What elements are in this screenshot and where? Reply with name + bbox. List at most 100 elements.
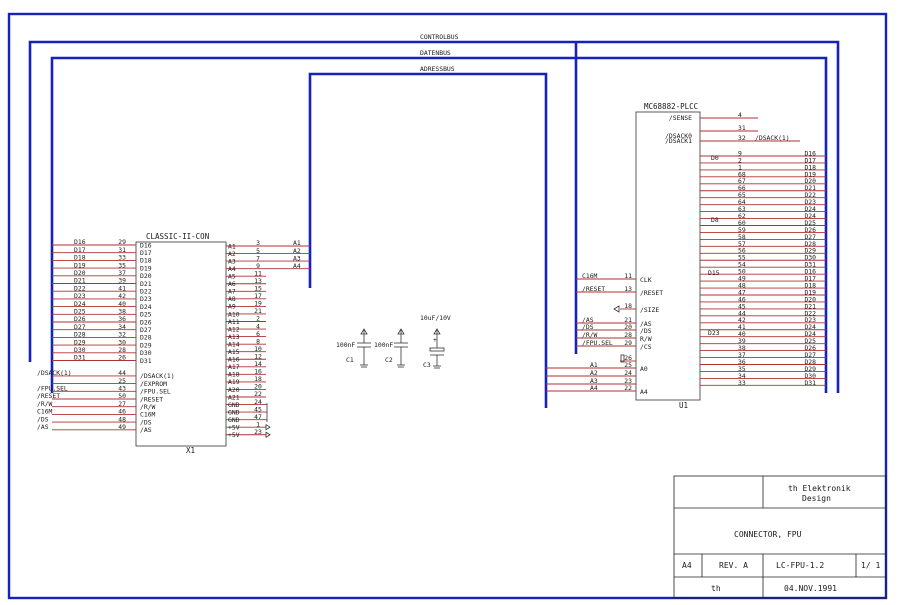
x1-right-signal: A2 (293, 247, 301, 255)
x1-left-signal: D23 (74, 292, 86, 300)
title-block-company: th Elektronik Design (788, 484, 855, 503)
title-block-sheet: 1/ 1 (861, 561, 880, 570)
x1-right-pin-name: A19 (228, 378, 240, 386)
x1-right-pin-number: 3 (256, 239, 260, 247)
u1-data-signal: D25 (804, 337, 816, 345)
c2-value: 100nF (374, 341, 393, 349)
x1-right-pin-name: +5V (228, 424, 240, 432)
u1-data-signal: D18 (804, 163, 816, 171)
x1-right-pin-number: 18 (254, 375, 262, 383)
x1-left-pin-number: 28 (118, 346, 126, 354)
x1-right-pin-name: +5V (228, 431, 240, 439)
u1-data-pin-number: 46 (738, 295, 746, 303)
x1-left-pin-number: 25 (118, 377, 126, 385)
x1-left-pin-name: /DS (140, 418, 152, 426)
x1-left-signal: D20 (74, 269, 86, 277)
u1-data-signal: D19 (804, 170, 816, 178)
u1-data-signal: D18 (804, 281, 816, 289)
x1-left-pin-name: D19 (140, 264, 152, 272)
u1-data-signal: D27 (804, 233, 816, 241)
x1-right-pin-number: 7 (256, 254, 260, 262)
u1-left-signal: A4 (590, 384, 598, 392)
x1-left-pin-number: 27 (118, 400, 126, 408)
u1-data-signal: D19 (804, 288, 816, 296)
u1-data-signal: D24 (804, 212, 816, 220)
x1-right-pin-name: GND (228, 401, 240, 409)
u1-top-pin-name: /SENSE (669, 114, 692, 122)
x1-left-pin-name: D20 (140, 272, 152, 280)
u1-left-signal: C16M (582, 272, 598, 280)
u1-data-pin-number: 9 (738, 149, 742, 157)
x1-left-signal: D26 (74, 315, 86, 323)
pullup-resistor-icon (620, 354, 625, 363)
u1-data-pin-number: 44 (738, 309, 746, 317)
u1-data-pin-number: 48 (738, 281, 746, 289)
x1-right-signal: A3 (293, 254, 301, 262)
x1-left-pin-name: C16M (140, 411, 156, 419)
x1-right-pin-name: A10 (228, 310, 240, 318)
x1-right-pin-name: GND (228, 408, 240, 416)
title-block-size: A4 (682, 561, 692, 570)
x1-right-pin-number: 23 (254, 428, 262, 436)
u1-group-label-d8: D8 (711, 216, 719, 224)
x1-right-pin-name: A21 (228, 393, 240, 401)
x1-left-pin-number: 38 (118, 308, 126, 316)
x1-left-signal: D24 (74, 300, 86, 308)
u1-group-label-d23: D23 (708, 329, 720, 337)
x1-left-pin-number: 29 (118, 238, 126, 246)
x1-right-pin-number: 12 (254, 352, 262, 360)
x1-left-pin-name: D17 (140, 249, 152, 257)
u1-left-pin-number: 21 (624, 316, 632, 324)
u1-data-pin-number: 41 (738, 323, 746, 331)
u1-data-signal: D21 (804, 302, 816, 310)
u1-data-signal: D29 (804, 365, 816, 373)
u1-data-signal: D20 (804, 295, 816, 303)
u1-left-pin-number: 20 (624, 323, 632, 331)
u1-left-pin-name: /CS (640, 343, 652, 351)
x1-left-pin-name: /AS (140, 426, 152, 434)
x1-right-signal: A4 (293, 262, 301, 270)
u1-data-pin-number: 1 (738, 163, 742, 171)
x1-left-pin-name: /EXPROM (140, 380, 167, 388)
u1-data-signal: D24 (804, 330, 816, 338)
x1-left-pin-name: /RESET (140, 395, 163, 403)
control-bus-label: CONTROLBUS (420, 33, 459, 41)
u1-left-pin-number: 22 (624, 384, 632, 392)
x1-right-pin-name: A20 (228, 386, 240, 394)
x1-left-pin-number: 49 (118, 423, 126, 431)
x1-left-signal: D31 (74, 354, 86, 362)
title-block: th Elektronik Design CONNECTOR, FPU A4 R… (673, 475, 887, 599)
u1-data-pin-number: 34 (738, 372, 746, 380)
x1-right-pin-number: 24 (254, 398, 262, 406)
x1-left-pin-name: D26 (140, 318, 152, 326)
u1-body (635, 111, 701, 401)
x1-title: CLASSIC-II-CON (146, 232, 209, 241)
x1-left-signal: C16M (37, 408, 53, 416)
x1-right-pin-name: A11 (228, 318, 240, 326)
capacitor-c1: 100nF C1 (336, 328, 371, 368)
u1-left-pin-number: 29 (624, 339, 632, 347)
u1-left-pin-name: /AS (640, 320, 652, 328)
x1-left-pin-number: 48 (118, 415, 126, 423)
x1-right-pin-name: A1 (228, 242, 236, 250)
x1-right-pin-number: 15 (254, 285, 262, 293)
x1-right-pin-number: 9 (256, 262, 260, 270)
title-block-revision: REV. A (719, 561, 748, 570)
c1-ref: C1 (346, 356, 354, 364)
u1-left-signal: /RESET (582, 285, 605, 293)
u1-left-pin-name: CLK (640, 276, 652, 284)
x1-right-pin-number: 2 (256, 315, 260, 323)
x1-left-pin-name: D25 (140, 311, 152, 319)
x1-left-signal: /DS (37, 415, 49, 423)
x1-left-pin-number: 44 (118, 369, 126, 377)
u1-data-pin-number: 33 (738, 379, 746, 387)
x1-left-pin-number: 26 (118, 354, 126, 362)
x1-left-pin-number: 43 (118, 385, 126, 393)
sheet-border (7, 12, 888, 600)
x1-left-pin-name: D28 (140, 334, 152, 342)
u1-data-pin-number: 62 (738, 212, 746, 220)
x1-right-pin-name: A6 (228, 280, 236, 288)
u1-data-pin-number: 57 (738, 240, 746, 248)
